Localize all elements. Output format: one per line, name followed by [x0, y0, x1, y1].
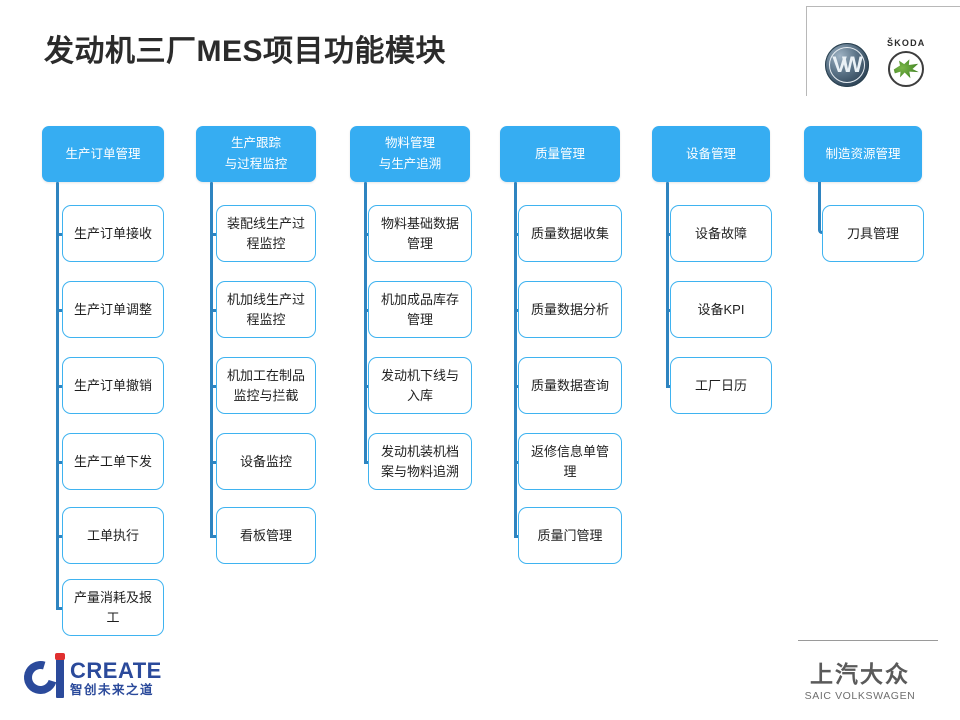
connector-stub — [56, 384, 62, 388]
saic-volkswagen-logo: 上汽大众 SAIC VOLKSWAGEN — [780, 640, 940, 702]
module-node[interactable]: 返修信息单管理 — [518, 433, 622, 490]
module-node[interactable]: 发动机下线与入库 — [368, 357, 472, 414]
column-header-label: 物料管理 — [384, 136, 435, 151]
module-node[interactable]: 设备KPI — [670, 281, 772, 338]
connector-stub — [364, 460, 368, 464]
connector-stub — [56, 460, 62, 464]
connector-stub — [364, 308, 368, 312]
module-node[interactable]: 质量数据查询 — [518, 357, 622, 414]
create-mark-icon — [18, 653, 66, 700]
column-header-production-tracking-and-process-monitoring[interactable]: 生产跟踪与过程监控 — [196, 126, 316, 182]
module-node[interactable]: 质量数据分析 — [518, 281, 622, 338]
connector-elbow — [818, 182, 822, 234]
module-node[interactable]: 工厂日历 — [670, 357, 772, 414]
module-node[interactable]: 机加成品库存管理 — [368, 281, 472, 338]
column-header-label: 与生产追溯 — [378, 157, 442, 171]
connector-stub — [364, 232, 368, 236]
connector-stub — [56, 308, 62, 312]
connector-stub — [514, 232, 518, 236]
create-logo-text: CREATE 智创未来之道 — [70, 657, 162, 697]
create-logo-en: CREATE — [70, 657, 162, 683]
column-header-equipment-management[interactable]: 设备管理 — [652, 126, 770, 182]
connector-trunk — [56, 182, 59, 608]
module-node[interactable]: 发动机装机档案与物料追溯 — [368, 433, 472, 490]
connector-stub — [514, 308, 518, 312]
connector-trunk — [666, 182, 669, 386]
connector-stub — [514, 534, 518, 538]
connector-stub — [364, 384, 368, 388]
column-header-label: 设备管理 — [685, 146, 736, 161]
module-node[interactable]: 产量消耗及报工 — [62, 579, 164, 636]
column-header-label: 制造资源管理 — [825, 146, 901, 161]
column-header-material-management-and-production-traceability[interactable]: 物料管理与生产追溯 — [350, 126, 470, 182]
module-node[interactable]: 装配线生产过程监控 — [216, 205, 316, 262]
connector-stub — [56, 534, 62, 538]
module-node[interactable]: 机加线生产过程监控 — [216, 281, 316, 338]
connector-stub — [514, 384, 518, 388]
module-node[interactable]: 刀具管理 — [822, 205, 924, 262]
module-node[interactable]: 看板管理 — [216, 507, 316, 564]
skoda-wordmark: ŠKODA — [887, 38, 926, 48]
connector-stub — [210, 534, 216, 538]
create-logo: CREATE 智创未来之道 — [18, 653, 162, 700]
footer-divider — [798, 640, 938, 641]
connector-stub — [210, 232, 216, 236]
connector-stub — [210, 460, 216, 464]
connector-stub — [210, 308, 216, 312]
module-node[interactable]: 设备监控 — [216, 433, 316, 490]
connector-trunk — [210, 182, 213, 536]
brand-logo-group: VW ŠKODA — [825, 25, 960, 87]
connector-stub — [56, 606, 62, 610]
module-node[interactable]: 机加工在制品监控与拦截 — [216, 357, 316, 414]
connector-stub — [514, 460, 518, 464]
connector-stub — [666, 232, 670, 236]
module-node[interactable]: 生产订单调整 — [62, 281, 164, 338]
module-node[interactable]: 质量数据收集 — [518, 205, 622, 262]
volkswagen-mark-text: VW — [832, 52, 862, 77]
column-header-label: 生产跟踪 — [230, 136, 281, 151]
column-header-label: 质量管理 — [534, 146, 585, 161]
column-header-label: 与过程监控 — [224, 157, 288, 171]
connector-stub — [666, 384, 670, 388]
module-node[interactable]: 生产订单接收 — [62, 205, 164, 262]
saic-logo-en: SAIC VOLKSWAGEN — [804, 690, 916, 702]
module-node[interactable]: 设备故障 — [670, 205, 772, 262]
connector-stub — [210, 384, 216, 388]
skoda-icon — [888, 51, 925, 87]
module-node[interactable]: 工单执行 — [62, 507, 164, 564]
page-title: 发动机三厂MES项目功能模块 — [44, 35, 447, 68]
column-header-production-order-management[interactable]: 生产订单管理 — [42, 126, 164, 182]
brand-logo-box: VW ŠKODA — [806, 6, 960, 96]
column-header-quality-management[interactable]: 质量管理 — [500, 126, 620, 182]
module-node[interactable]: 物料基础数据管理 — [368, 205, 472, 262]
connector-trunk — [364, 182, 367, 462]
module-node[interactable]: 生产订单撤销 — [62, 357, 164, 414]
saic-logo-cn: 上汽大众 — [810, 661, 910, 687]
connector-trunk — [514, 182, 517, 536]
create-dot-shape — [55, 653, 65, 660]
create-logo-cn: 智创未来之道 — [70, 682, 155, 697]
skoda-logo-group: ŠKODA — [887, 38, 926, 87]
volkswagen-icon: VW — [825, 43, 869, 87]
column-header-label: 生产订单管理 — [65, 146, 141, 161]
connector-stub — [56, 232, 62, 236]
column-header-manufacturing-resource-management[interactable]: 制造资源管理 — [804, 126, 922, 182]
module-node[interactable]: 质量门管理 — [518, 507, 622, 564]
create-bar-shape — [56, 658, 64, 698]
connector-stub — [666, 308, 670, 312]
module-node[interactable]: 生产工单下发 — [62, 433, 164, 490]
